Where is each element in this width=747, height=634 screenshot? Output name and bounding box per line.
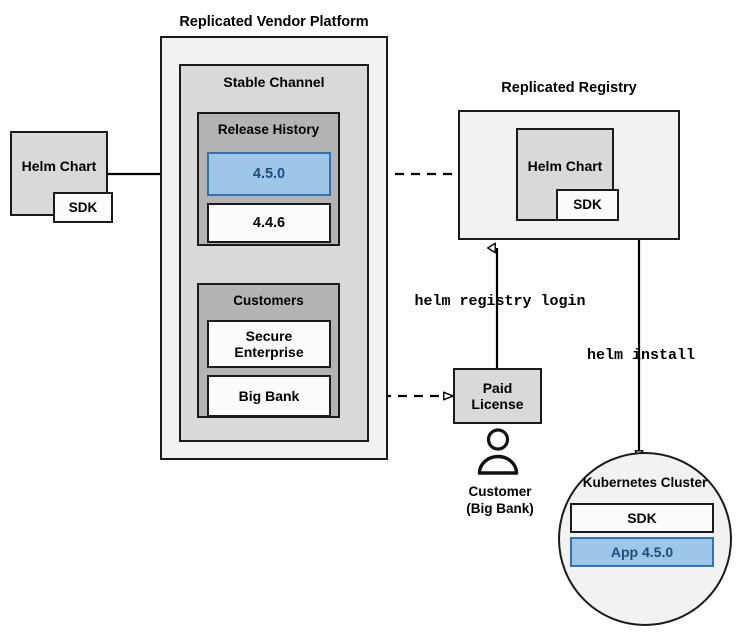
platform-title: Replicated Vendor Platform [179,14,369,30]
customer-item-big-bank[interactable]: Big Bank [207,375,331,417]
customer-item-secure-enterprise[interactable]: Secure Enterprise [207,320,331,368]
customer-caption-line2: (Big Bank) [466,500,534,516]
cluster-sdk-label: SDK [627,509,657,526]
customers-title: Customers [233,293,304,308]
command-helm-install: helm install [586,347,696,364]
release-version-label: 4.4.6 [252,214,286,231]
paid-license-label: Paid License [471,379,524,412]
customer-name-label: Big Bank [238,387,300,404]
release-item-446[interactable]: 4.4.6 [207,203,331,243]
release-item-450[interactable]: 4.5.0 [207,152,331,196]
registry-title: Replicated Registry [501,80,637,96]
customer-caption: Customer (Big Bank) [430,484,570,518]
kubernetes-cluster-title: Kubernetes Cluster [582,475,708,490]
paid-license-box: Paid License [453,368,542,424]
registry-sdk-box: SDK [556,189,619,221]
release-version-label: 4.5.0 [252,165,286,182]
customer-name-label: Secure Enterprise [234,327,304,360]
stable-channel-title: Stable Channel [223,74,325,90]
registry-helm-chart-label: Helm Chart [527,158,603,175]
customer-caption-line1: Customer [468,484,532,499]
registry-sdk-label: SDK [573,197,602,213]
release-history-title: Release History [217,122,320,137]
cluster-sdk-box: SDK [570,503,714,533]
cluster-app-label: App 4.5.0 [610,543,674,560]
person-icon [477,428,519,475]
cluster-app-box: App 4.5.0 [570,537,714,567]
source-helm-chart-label: Helm Chart [21,158,97,175]
source-sdk-label: SDK [68,199,98,215]
source-sdk-box: SDK [53,192,113,223]
command-helm-registry-login: helm registry login [414,293,586,310]
